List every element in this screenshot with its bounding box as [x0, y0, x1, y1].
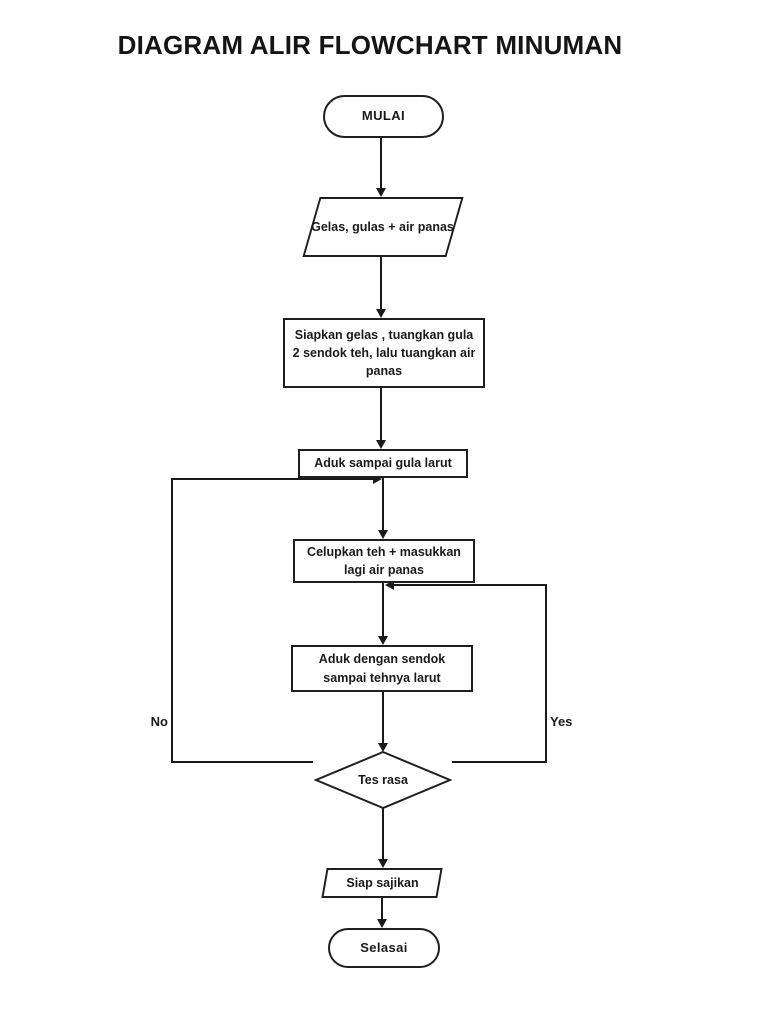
node-process3-label: Celupkan teh + masukkan lagi air panas: [307, 544, 461, 577]
node-output-label: Siap sajikan: [346, 875, 419, 890]
connector-yes-loop-vertical: [545, 584, 547, 763]
arrowhead-down-icon: [378, 859, 388, 868]
connector-process4-decision: [382, 692, 384, 744]
node-process2-rectangle: Aduk sampai gula larut: [298, 449, 468, 478]
page-title: DIAGRAM ALIR FLOWCHART MINUMAN: [117, 30, 623, 60]
arrowhead-down-icon: [376, 188, 386, 197]
diamond-icon: [314, 750, 452, 810]
connector-output-end: [381, 898, 383, 921]
arrowhead-right-icon: [373, 474, 382, 484]
arrowhead-down-icon: [376, 309, 386, 318]
arrowhead-down-icon: [376, 440, 386, 449]
arrowhead-left-icon: [385, 580, 394, 590]
connector-process1-process2: [380, 388, 382, 441]
node-start-label: MULAI: [361, 108, 406, 124]
connector-decision-output: [382, 808, 384, 860]
node-input-label: Gelas, gulas + air panas: [311, 219, 454, 234]
node-process1-rectangle: Siapkan gelas , tuangkan gula 2 sendok t…: [283, 318, 485, 388]
node-decision-diamond-shape: [314, 750, 452, 810]
connector-yes-loop-horizontal: [452, 761, 547, 763]
connector-yes-return-horizontal: [394, 584, 546, 586]
connector-start-input: [380, 138, 382, 190]
node-process3-rectangle: Celupkan teh + masukkan lagi air panas: [293, 539, 475, 583]
connector-process2-process3: [382, 477, 384, 531]
arrowhead-down-icon: [378, 636, 388, 645]
arrowhead-down-icon: [378, 530, 388, 539]
node-process2-label: Aduk sampai gula larut: [314, 456, 452, 471]
node-process1-label: Siapkan gelas , tuangkan gula 2 sendok t…: [292, 327, 476, 379]
connector-no-return-horizontal: [171, 478, 374, 480]
node-decision-label: Tes rasa: [358, 772, 408, 787]
edge-label-no: No: [150, 714, 168, 729]
connector-no-loop-horizontal: [171, 761, 313, 763]
node-process4-rectangle: Aduk dengan sendok sampai tehnya larut: [291, 645, 473, 692]
connector-no-loop-vertical: [171, 478, 173, 763]
node-end-label: Selasai: [360, 939, 408, 955]
arrowhead-down-icon: [378, 743, 388, 752]
edge-label-yes: Yes: [550, 714, 573, 729]
arrowhead-down-icon: [377, 919, 387, 928]
connector-process3-process4: [382, 583, 384, 637]
connector-input-process1: [380, 257, 382, 310]
node-process4-label: Aduk dengan sendok sampai tehnya larut: [318, 652, 446, 685]
node-start-terminator: MULAI: [323, 95, 444, 138]
node-end-terminator: Selasai: [328, 928, 440, 968]
